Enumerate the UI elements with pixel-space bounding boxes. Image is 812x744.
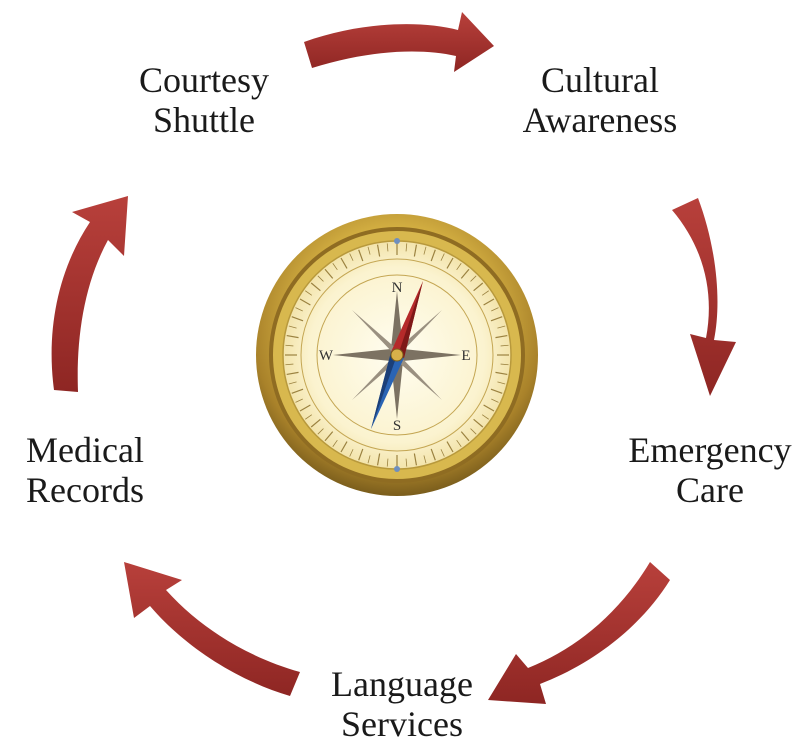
- compass-tick: [456, 439, 462, 447]
- compass-tick: [481, 414, 489, 420]
- compass-east-label: E: [461, 348, 470, 364]
- compass-tick: [500, 344, 509, 347]
- compass-rose: [333, 291, 461, 419]
- node-label-line: Shuttle: [152, 100, 255, 140]
- node-emergency-care: Emergency Care: [608, 430, 812, 510]
- compass-tick: [317, 275, 324, 282]
- compass-tick: [495, 334, 508, 339]
- node-label-line: Cultural: [541, 60, 659, 100]
- node-label-line: Language: [331, 664, 473, 704]
- compass-tick: [423, 455, 427, 464]
- compass-tick: [470, 275, 477, 282]
- compass-tick: [440, 449, 445, 457]
- compass-tick: [340, 257, 348, 269]
- compass-tick: [291, 388, 304, 394]
- node-label-line: Records: [26, 470, 144, 510]
- arrow-courtesy-to-cultural: [304, 12, 494, 72]
- compass-tick: [483, 404, 495, 412]
- compass-tick: [413, 244, 418, 257]
- arrow-medical-to-courtesy: [51, 196, 128, 392]
- compass-tick: [358, 249, 364, 262]
- compass-tick: [473, 418, 484, 428]
- compass-north-label: N: [392, 280, 403, 296]
- node-label-line: Services: [341, 704, 463, 744]
- compass-tick: [305, 414, 313, 420]
- compass-west-label: W: [319, 348, 334, 364]
- compass-south-label: S: [393, 418, 401, 434]
- node-label-line: Awareness: [522, 100, 678, 140]
- compass-needle: [371, 281, 423, 429]
- compass-tick: [495, 371, 508, 376]
- compass-tick: [405, 243, 408, 252]
- compass-tick: [440, 253, 445, 261]
- compass-tick: [291, 316, 304, 322]
- compass-tick: [324, 431, 334, 442]
- compass-tick: [285, 344, 294, 347]
- node-language-services: Language Services: [296, 664, 508, 744]
- compass-tick: [310, 282, 321, 292]
- compass-tick: [470, 428, 477, 435]
- compass-tick: [413, 453, 418, 466]
- compass-tick: [358, 448, 364, 461]
- compass-tick: [430, 448, 436, 461]
- compass-tick-ring: [285, 243, 509, 467]
- compass-tick: [349, 449, 354, 457]
- compass-tick: [376, 244, 381, 257]
- arrow-language-to-medical: [124, 562, 300, 696]
- compass-tick: [299, 404, 311, 412]
- compass-icon: N E S W: [256, 214, 538, 496]
- compass-tick: [285, 363, 294, 366]
- compass-tick: [405, 458, 408, 467]
- compass-tick: [423, 246, 427, 255]
- compass-tick: [332, 263, 338, 271]
- compass-tick: [430, 249, 436, 262]
- node-medical-records: Medical Records: [0, 430, 170, 510]
- compass-tick: [456, 263, 462, 271]
- compass-tick: [324, 268, 334, 279]
- compass-tick: [446, 257, 454, 269]
- compass-tick: [491, 307, 499, 312]
- compass-tick: [473, 282, 484, 292]
- compass-tick: [299, 298, 311, 306]
- arrow-cultural-to-emergency: [672, 198, 736, 396]
- compass-tick: [386, 458, 389, 467]
- node-label-line: Emergency: [628, 430, 792, 470]
- compass-tick: [491, 398, 499, 403]
- compass-tick: [460, 268, 470, 279]
- compass-tick: [367, 455, 371, 464]
- compass-tick: [483, 298, 495, 306]
- arrow-emergency-to-language: [488, 562, 670, 704]
- compass-tick: [367, 246, 371, 255]
- compass-tick: [295, 398, 303, 403]
- compass-tick: [386, 243, 389, 252]
- node-courtesy-shuttle: Courtesy Shuttle: [104, 60, 304, 140]
- compass-tick: [332, 439, 338, 447]
- compass-tick: [376, 453, 381, 466]
- node-label-line: Care: [676, 470, 744, 510]
- compass-tick: [490, 388, 503, 394]
- node-cultural-awareness: Cultural Awareness: [490, 60, 710, 140]
- compass-tick: [295, 307, 303, 312]
- compass-tick: [305, 290, 313, 296]
- compass-tick: [481, 290, 489, 296]
- compass-tick: [490, 316, 503, 322]
- compass-tick: [500, 363, 509, 366]
- compass-tick: [288, 325, 297, 329]
- compass-tick: [288, 381, 297, 385]
- compass-tick: [460, 431, 470, 442]
- node-label-line: Medical: [26, 430, 144, 470]
- node-label-line: Courtesy: [139, 60, 269, 100]
- compass-tick: [286, 334, 299, 339]
- compass-tick: [497, 381, 506, 385]
- compass-tick: [310, 418, 321, 428]
- compass-tick: [497, 325, 506, 329]
- compass-tick: [349, 253, 354, 261]
- compass-tick: [340, 441, 348, 453]
- compass-tick: [317, 428, 324, 435]
- compass-tick: [446, 441, 454, 453]
- compass-tick: [286, 371, 299, 376]
